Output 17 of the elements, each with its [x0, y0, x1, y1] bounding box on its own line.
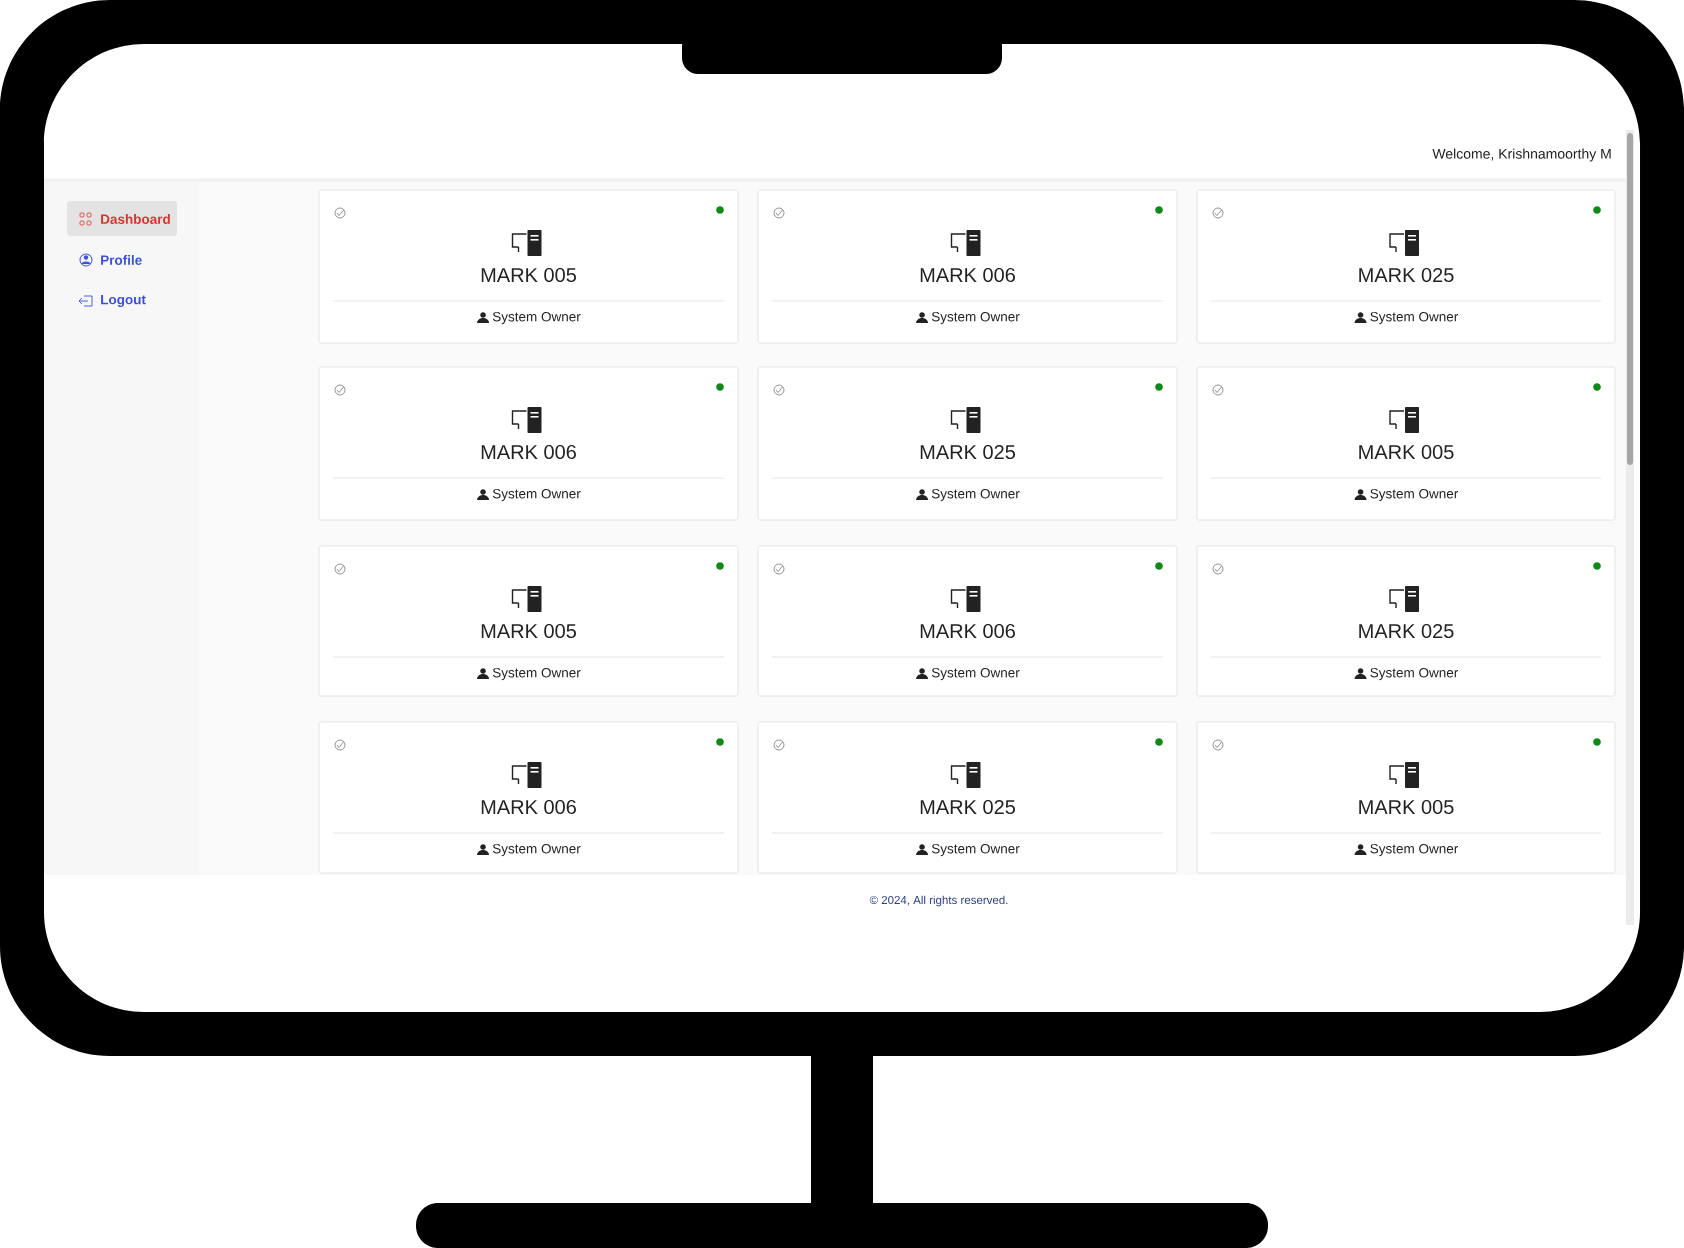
device-card: MARK 005 System Owner [318, 189, 739, 344]
device-card: MARK 025 System Owner [1196, 545, 1616, 697]
device-card: MARK 025 System Owner [757, 366, 1178, 521]
device-card: MARK 006 System Owner [757, 189, 1178, 344]
nav-item: Dashboard [67, 201, 177, 236]
device-card: MARK 005 System Owner [318, 545, 739, 697]
device-card: MARK 006 System Owner [318, 721, 739, 874]
device-card: MARK 006 System Owner [757, 545, 1178, 697]
welcome-text: Welcome, Krishnamoorthy M [1432, 148, 1611, 162]
footer-text: © 2024, All rights reserved. [869, 895, 1008, 907]
device-card: MARK 006 System Owner [318, 366, 739, 521]
device-card: MARK 025 System Owner [1196, 189, 1616, 344]
nav-item: Logout [101, 294, 146, 308]
nav-item: Profile [101, 255, 142, 265]
device-card: MARK 005 System Owner [1196, 721, 1616, 874]
device-card: MARK 025 System Owner [757, 721, 1178, 874]
device-card: MARK 005 System Owner [1196, 366, 1616, 521]
